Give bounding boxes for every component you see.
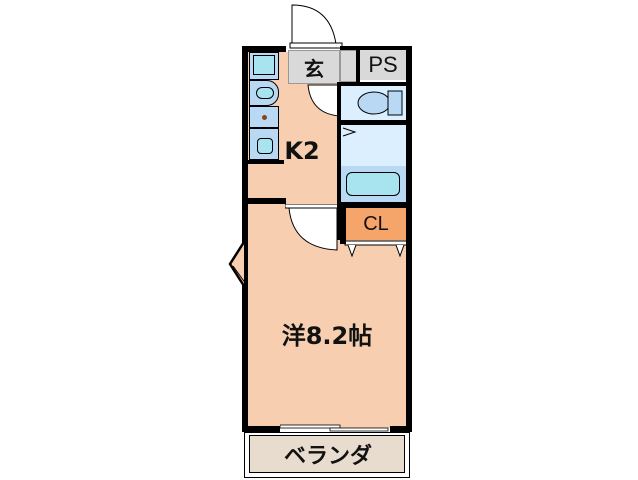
bathroom (340, 166, 406, 202)
wall-top-right (340, 46, 412, 50)
balcony-outer (244, 432, 410, 478)
western-room-label: 洋8.2帖 (281, 321, 373, 350)
closet (346, 208, 406, 240)
closet-label: CL (363, 212, 389, 235)
wall-toilet-bottom (337, 120, 410, 125)
toilet-icon (357, 90, 403, 116)
wall-bath-bottom (337, 202, 410, 208)
wall-left (242, 46, 248, 432)
wall-kitchen-bottom-left (242, 198, 286, 204)
entrance-area (288, 50, 340, 84)
balcony (249, 435, 405, 473)
wall-top-left (242, 46, 286, 52)
bathtub-icon (346, 172, 400, 196)
ps-area (360, 50, 406, 80)
ps-label: PS (368, 52, 398, 77)
fridge-space (249, 52, 279, 80)
wall-toilet-top (337, 82, 410, 86)
closet-doors (344, 240, 408, 258)
kitchen-sink (249, 128, 279, 160)
wall-closet-left (340, 204, 346, 244)
wall-ps-left (356, 50, 360, 84)
entrance-door-swing (289, 4, 343, 49)
wall-sink-bottom (242, 160, 284, 164)
kitchen-label: K2 (284, 137, 320, 165)
room-door-swing (285, 204, 340, 251)
wall-bottom-left (242, 426, 280, 432)
wall-wet-area-left (337, 82, 341, 240)
washroom-door-marker-icon (342, 127, 357, 137)
wall-right (406, 46, 412, 432)
balcony-window (280, 424, 389, 432)
side-window (228, 241, 247, 287)
stove (249, 106, 279, 128)
washing-machine (249, 80, 279, 106)
balcony-label: ベランダ (283, 444, 372, 469)
wall-bottom-right (390, 426, 412, 432)
entrance-label: 玄 (304, 56, 324, 81)
